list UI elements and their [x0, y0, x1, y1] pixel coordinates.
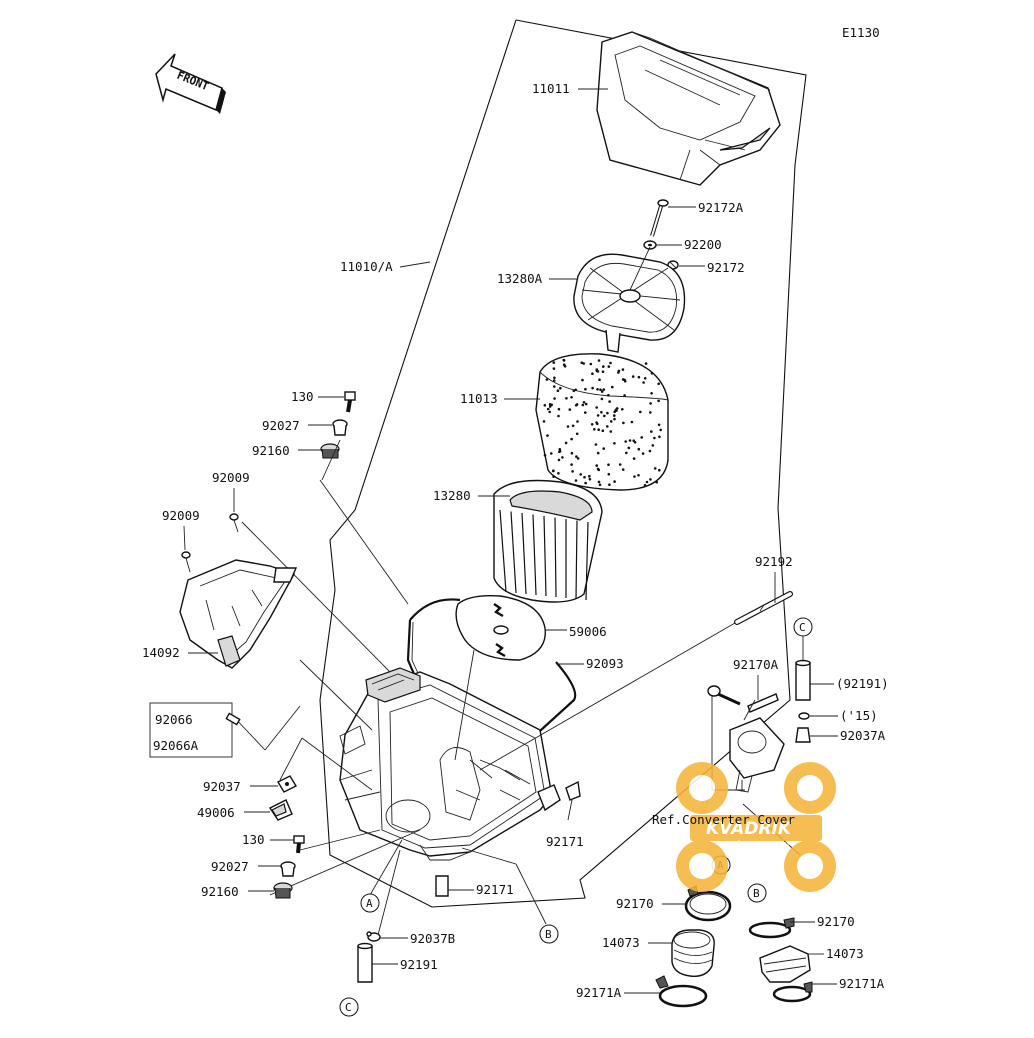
- clamp-92171A-left-icon: [655, 975, 708, 1008]
- callout-ref-converter-cover: Ref.Converter Cover: [652, 812, 795, 827]
- collar-92027-icon: [332, 419, 348, 436]
- callout-92192: 92192: [755, 554, 793, 569]
- callout-92160-bottom: 92160: [201, 884, 239, 899]
- callout-92170-left: 92170: [616, 896, 654, 911]
- callout-92027-top: 92027: [262, 418, 300, 433]
- element-59006: [455, 594, 546, 661]
- callout-49006: 49006: [197, 805, 235, 820]
- clamp-92170-right-icon: [748, 917, 795, 939]
- tube-14073-left-icon: [671, 929, 715, 977]
- callout-92037B: 92037B: [410, 931, 455, 946]
- label-leaders: [183, 88, 838, 994]
- callout-92093: 92093: [586, 656, 624, 671]
- watermark-tagline: свобода движения: [724, 840, 794, 848]
- callout-92066: 92066: [155, 712, 193, 727]
- plug-92066-icon: [225, 712, 241, 726]
- callout-92171A-left: 92171A: [576, 985, 622, 1000]
- marker-C-right: C: [793, 617, 813, 637]
- callout-130-bottom: 130: [242, 832, 265, 847]
- rod-92192: [734, 591, 793, 625]
- cap-49006-icon: [268, 799, 293, 821]
- assembly-outline: [319, 19, 807, 908]
- grommet-92160-lower-icon: [273, 882, 293, 899]
- callout-92009-b: 92009: [162, 508, 200, 523]
- callout-13280: 13280: [433, 488, 471, 503]
- screw-92172A-icon: [650, 199, 669, 237]
- foam-filter-11013: [535, 353, 669, 491]
- svg-text:A: A: [366, 897, 373, 910]
- callout-14073-right: 14073: [826, 946, 864, 961]
- clamp-92171A-right-icon: [772, 981, 813, 1003]
- grommet-92160-icon: [320, 443, 340, 459]
- callout-130-top: 130: [291, 389, 314, 404]
- callout-92027-bottom: 92027: [211, 859, 249, 874]
- watermark-brand: KVADRIK: [706, 819, 793, 839]
- callout-labels: 11011 92172A 92200 11010/A 92172 13280A …: [142, 81, 889, 1000]
- air-box-body: [339, 667, 561, 861]
- filter-cap-13280A: [573, 246, 686, 353]
- callout-92171-right: 92171: [546, 834, 584, 849]
- callout-92172A: 92172A: [698, 200, 744, 215]
- marker-B-bottom: B: [539, 924, 559, 944]
- marker-A-top: A: [360, 893, 380, 913]
- leader-lines: [231, 479, 801, 936]
- callout-14073-left: 14073: [602, 935, 640, 950]
- hose-92191-icon: [357, 942, 373, 983]
- svg-text:B: B: [545, 928, 552, 941]
- hose-92191-alt-icon: [795, 659, 811, 701]
- front-arrow-icon: FRONT: [155, 53, 226, 114]
- callout-92191: 92191: [400, 957, 438, 972]
- callout-11010A: 11010/A: [340, 259, 393, 274]
- callout-92171A-right: 92171A: [839, 976, 885, 991]
- callout-92200: 92200: [684, 237, 722, 252]
- clamp-92037A-icon: [798, 712, 810, 720]
- clamp-92170-left-icon: [684, 885, 732, 922]
- air-cleaner-cover: [596, 31, 781, 186]
- callout-14092: 14092: [142, 645, 180, 660]
- callout-92066A: 92037A: [840, 728, 886, 743]
- callout-92191-paren: (92191): [836, 676, 889, 691]
- converter-duct-icon: [729, 717, 785, 793]
- variant-box-15: [149, 702, 233, 758]
- bolt-92170A-icon: [707, 685, 741, 706]
- callout-92172: 92172: [707, 260, 745, 275]
- clamp-92037-icon: [277, 775, 297, 793]
- plug-92066A-icon: [795, 727, 811, 743]
- collar-92027-lower-icon: [280, 861, 296, 877]
- marker-B-right: B: [747, 883, 767, 903]
- callout-92037: 92037: [203, 779, 241, 794]
- svg-text:B: B: [753, 887, 760, 900]
- rod-92170A-icon: [747, 693, 779, 713]
- callout-13280A: 13280A: [497, 271, 543, 286]
- svg-text:C: C: [345, 1001, 352, 1014]
- callout-92037A: ('15): [840, 708, 878, 723]
- bolt-130-icon: [344, 391, 356, 413]
- tube-14073-right-icon: [759, 945, 811, 983]
- callout-92009-a: 92009: [212, 470, 250, 485]
- clip-92171-icon: [435, 780, 581, 897]
- callout-92171-bottom: 92171: [476, 882, 514, 897]
- callout-15: 92066A: [153, 738, 199, 753]
- svg-text:C: C: [799, 621, 806, 634]
- bolt-130-lower-icon: [293, 835, 305, 854]
- marker-C-bottom: C: [339, 997, 359, 1017]
- callout-92160-top: 92160: [252, 443, 290, 458]
- cover-14092: [179, 559, 298, 669]
- callout-59006: 59006: [569, 624, 607, 639]
- diagram-code: E1130: [842, 25, 880, 40]
- callout-11011: 11011: [532, 81, 570, 96]
- watermark-logo: KVADRIK свобода движения: [676, 762, 836, 892]
- callout-11013: 11013: [460, 391, 498, 406]
- callout-92170-right: 92170: [817, 914, 855, 929]
- screw-92009-icon: [181, 513, 239, 573]
- clamp-92037B-icon: [366, 931, 381, 942]
- filter-cage-13280: [493, 479, 603, 603]
- callout-92170A: 92170A: [733, 657, 779, 672]
